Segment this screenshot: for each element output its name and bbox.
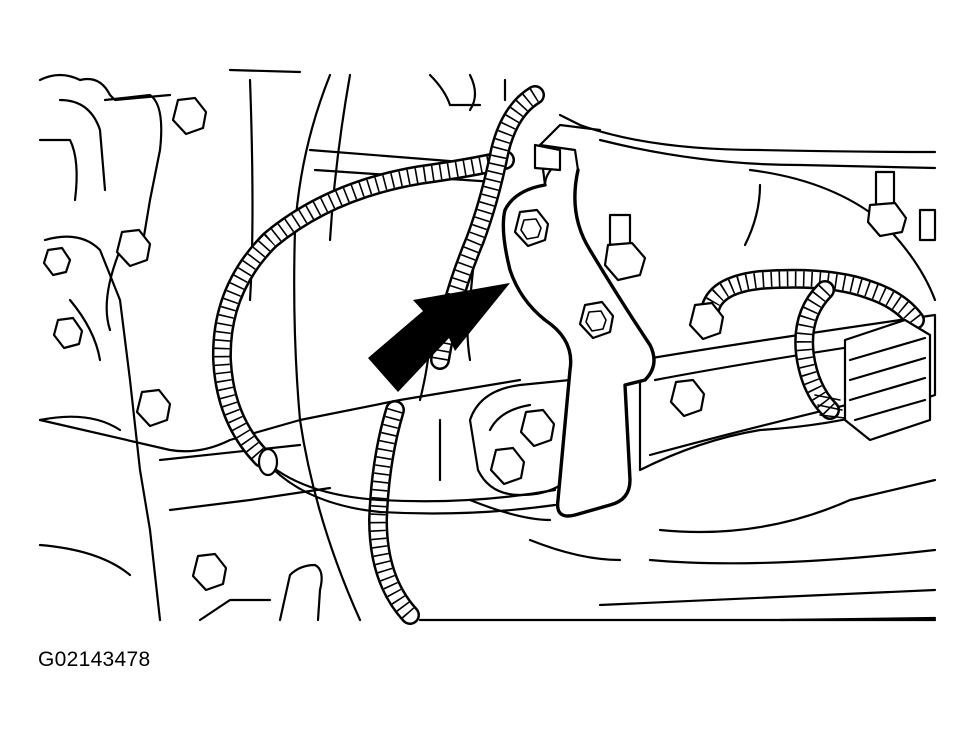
- stud-bolt-icon: [603, 170, 937, 282]
- figure-code: G02143478: [38, 648, 151, 671]
- brake-hose: [211, 85, 557, 625]
- wiring-harness: [700, 268, 932, 442]
- pointer-arrow-icon: [368, 283, 510, 392]
- bolts: [42, 96, 937, 592]
- bracket-upper-bolt-icon: [513, 208, 550, 248]
- housing-contours: [38, 68, 937, 622]
- arm-bolt-icon: [489, 301, 725, 486]
- housing-bolt-icon: [42, 96, 228, 592]
- bracket-lower-bolt-icon: [578, 300, 615, 340]
